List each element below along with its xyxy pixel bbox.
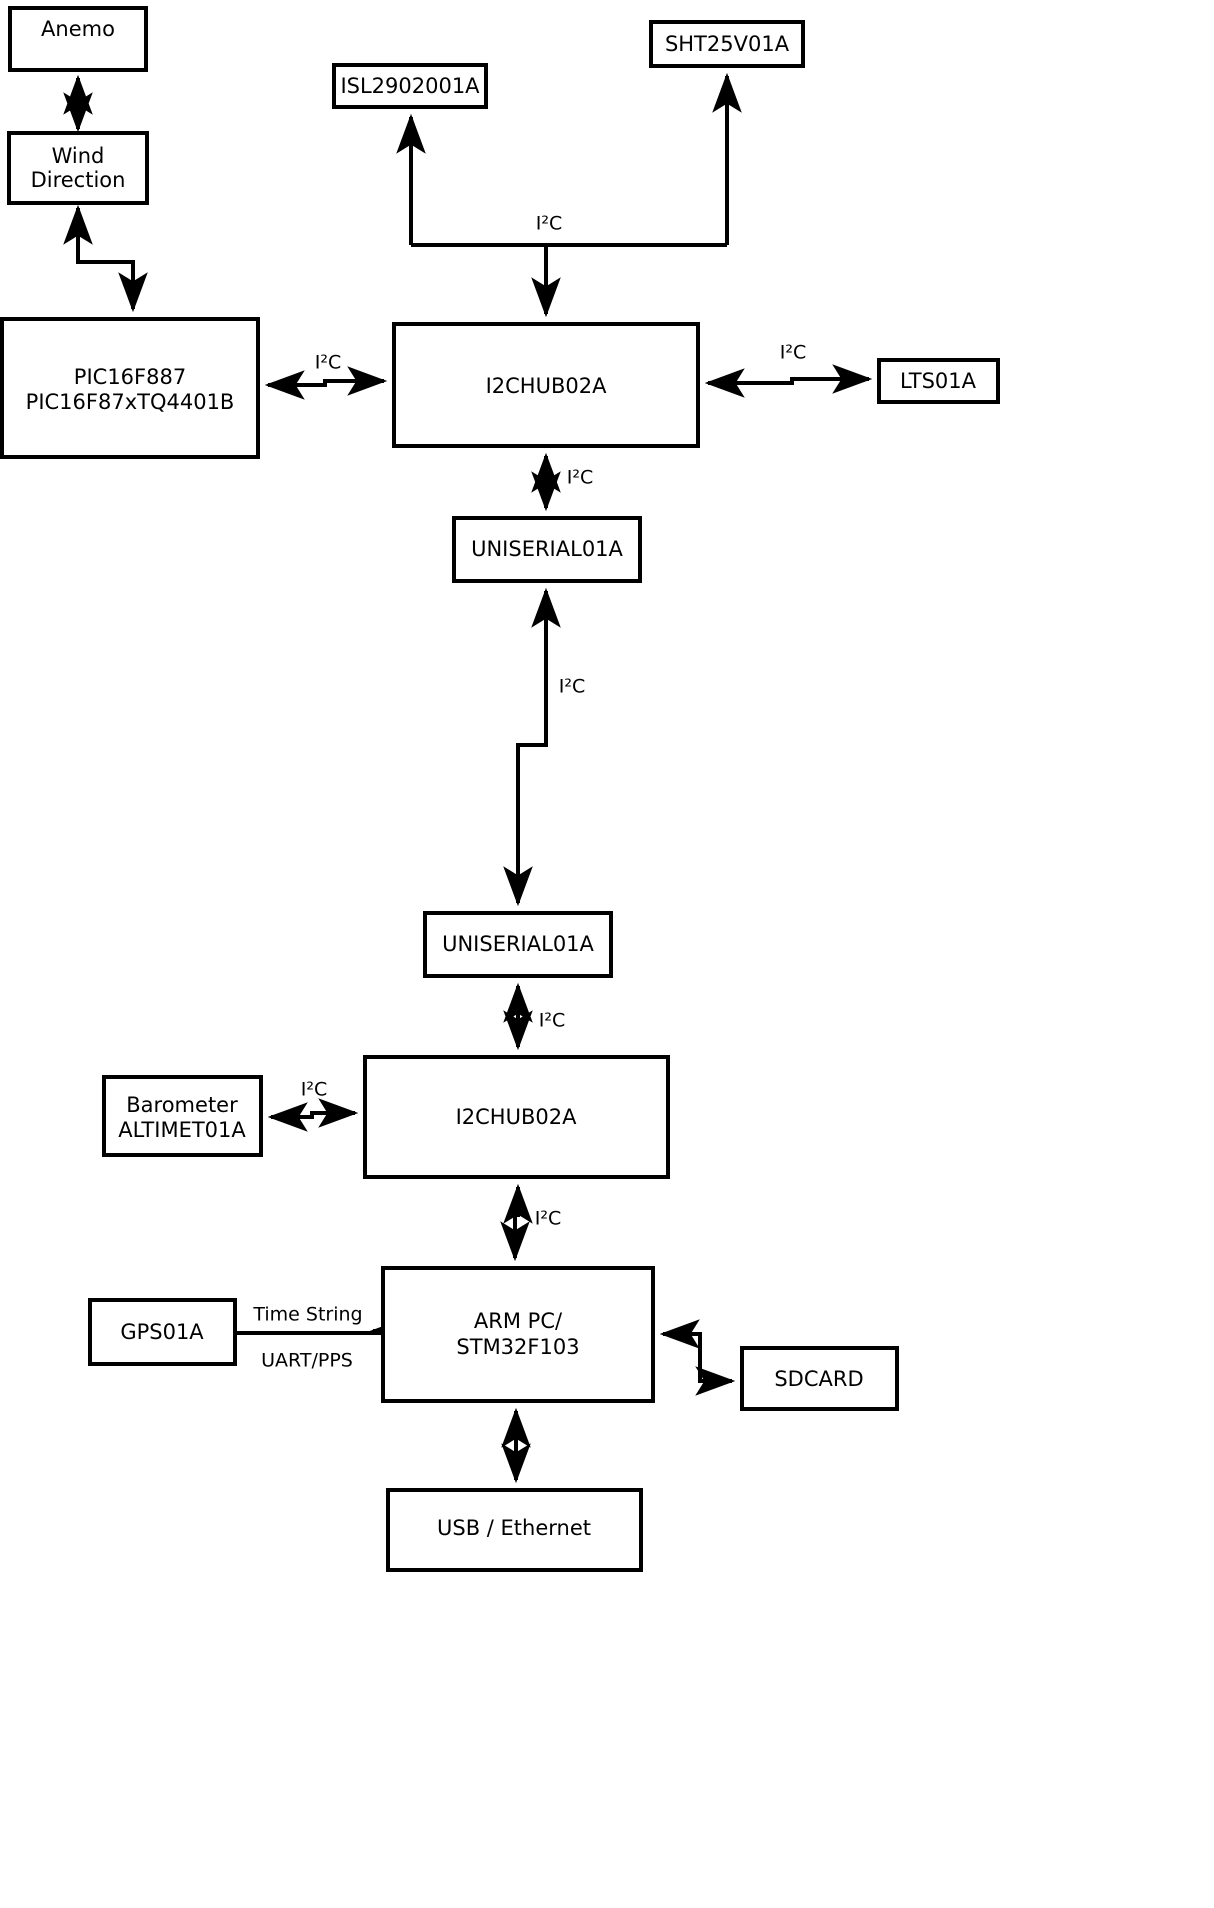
node-uniserial01a-bottom-label: UNISERIAL01A	[442, 932, 594, 956]
node-barometer-box	[102, 1075, 263, 1157]
node-isl2902001a-label: ISL2902001A	[340, 74, 480, 98]
edge-label-i2c-hub-to-uniserial-1: I²C	[567, 467, 594, 489]
node-lts01a-label: LTS01A	[900, 369, 977, 393]
node-i2chub02a-top[interactable]: I2CHUB02A	[392, 322, 700, 448]
node-uniserial01a-top-box	[452, 516, 642, 583]
node-barometer-label-line1: Barometer	[126, 1093, 238, 1117]
node-wind-direction-label-line2: Direction	[31, 168, 126, 192]
node-sht25v01a-label: SHT25V01A	[665, 32, 790, 56]
node-isl2902001a-box	[332, 63, 488, 109]
connector-pic-to-i2chub-top	[264, 366, 388, 400]
node-i2chub02a-bottom[interactable]: I2CHUB02A	[363, 1055, 670, 1179]
node-i2chub02a-bottom-box	[363, 1055, 670, 1179]
node-barometer[interactable]: Barometer ALTIMET01A	[102, 1075, 263, 1157]
node-i2chub02a-top-label: I2CHUB02A	[486, 374, 608, 398]
connector-gps01a-to-armpc	[235, 1316, 410, 1346]
node-pic16f887[interactable]: PIC16F887 PIC16F87xTQ4401B	[0, 317, 260, 459]
node-uniserial01a-top[interactable]: UNISERIAL01A	[452, 516, 642, 583]
edge-label-i2c-hub-to-lts01a: I²C	[780, 342, 807, 364]
node-anemo[interactable]: Anemo	[8, 6, 148, 72]
node-arm-pc-label-line1: ARM PC/	[474, 1309, 563, 1333]
node-usb-ethernet-box	[386, 1488, 643, 1572]
node-uniserial01a-bottom-box	[423, 911, 613, 978]
connector-armpc-to-sdcard	[673, 1332, 736, 1396]
edge-label-i2c-top-bus: I²C	[536, 213, 563, 235]
node-arm-pc-label-line2: STM32F103	[456, 1335, 579, 1359]
node-gps01a[interactable]: GPS01A	[88, 1298, 237, 1366]
node-sdcard-label: SDCARD	[774, 1367, 863, 1391]
edge-label-uart-pps: UART/PPS	[261, 1350, 353, 1372]
node-sht25v01a[interactable]: SHT25V01A	[649, 20, 805, 68]
node-barometer-label-line2: ALTIMET01A	[118, 1118, 246, 1142]
node-arm-pc[interactable]: ARM PC/ STM32F103	[381, 1266, 655, 1403]
node-wind-direction-box	[7, 131, 149, 205]
node-pic16f887-label-line2: PIC16F87xTQ4401B	[26, 390, 235, 414]
node-wind-direction-label-line1: Wind	[52, 144, 105, 168]
node-anemo-label: Anemo	[41, 17, 115, 41]
node-gps01a-box	[88, 1298, 237, 1366]
node-i2chub02a-top-box	[392, 322, 700, 448]
node-usb-ethernet-label: USB / Ethernet	[437, 1516, 591, 1540]
connector-uniserial-1-to-uniserial-2	[503, 587, 561, 907]
node-sht25v01a-box	[649, 20, 805, 68]
node-wind-direction[interactable]: Wind Direction	[7, 131, 149, 205]
node-pic16f887-box	[0, 317, 260, 459]
node-gps01a-label: GPS01A	[120, 1320, 204, 1344]
node-anemo-box	[8, 6, 148, 72]
node-sdcard-box	[740, 1346, 899, 1411]
connector-i2chub-bottom-to-armpc	[500, 1183, 533, 1262]
connector-barometer-to-i2chub-bottom	[267, 1098, 359, 1132]
node-pic16f887-label-line1: PIC16F887	[74, 365, 186, 389]
node-lts01a[interactable]: LTS01A	[877, 358, 1000, 404]
edge-label-time-string: Time String	[252, 1304, 362, 1326]
node-uniserial01a-bottom[interactable]: UNISERIAL01A	[423, 911, 613, 978]
edge-label-i2c-uniserial-2-to-hub: I²C	[539, 1010, 566, 1032]
node-usb-ethernet[interactable]: USB / Ethernet	[386, 1488, 643, 1572]
edge-label-i2c-barometer-to-hub: I²C	[301, 1079, 328, 1101]
node-uniserial01a-top-label: UNISERIAL01A	[471, 537, 623, 561]
edge-label-i2c-pic-to-hub: I²C	[315, 352, 342, 374]
connector-i2chub-top-to-lts01a	[704, 364, 873, 398]
node-i2chub02a-bottom-label: I2CHUB02A	[456, 1105, 578, 1129]
node-sdcard[interactable]: SDCARD	[740, 1346, 899, 1411]
edge-label-i2c-hub-to-armpc: I²C	[535, 1208, 562, 1230]
node-arm-pc-box	[381, 1266, 655, 1403]
node-isl2902001a[interactable]: ISL2902001A	[332, 63, 488, 109]
edge-label-i2c-uniserial-link: I²C	[559, 676, 586, 698]
node-lts01a-box	[877, 358, 1000, 404]
connector-wind-direction-to-pic-down	[76, 249, 148, 313]
